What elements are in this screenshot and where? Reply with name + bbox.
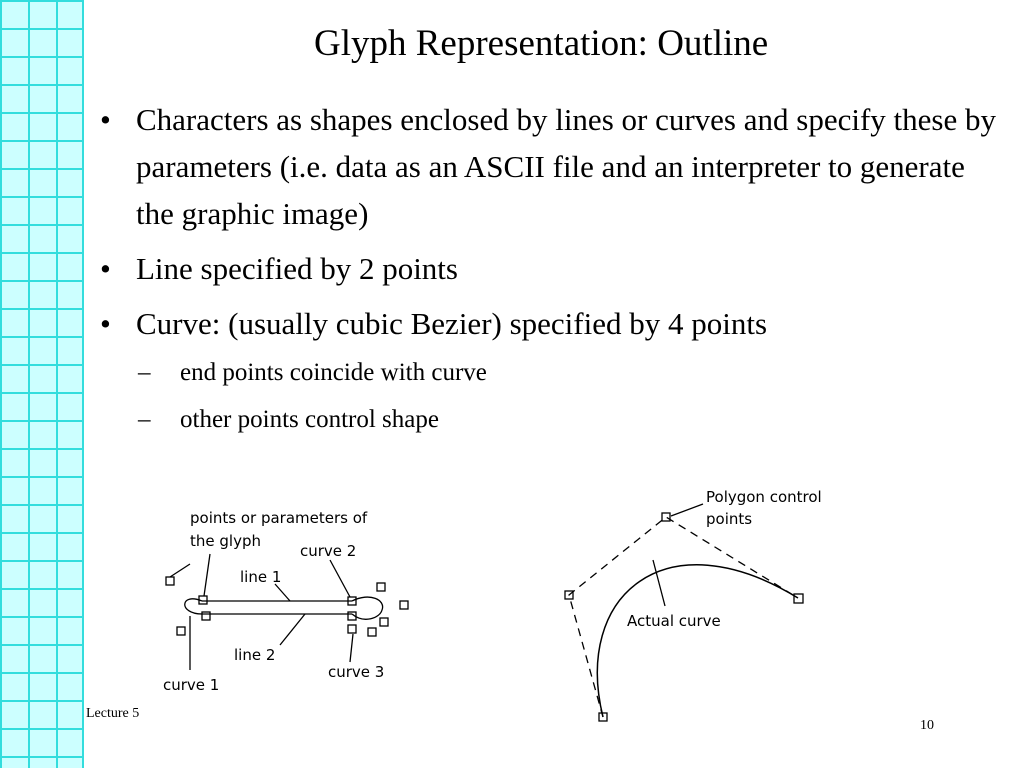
- label-glyph: the glyph: [190, 532, 261, 550]
- control-point: [598, 712, 608, 722]
- grid-decoration: [0, 0, 84, 768]
- glyph-outline-diagram: points or parameters of the glyph curve …: [163, 509, 409, 694]
- label-polygon-control: Polygon control: [706, 488, 822, 506]
- actual-curve: [596, 564, 799, 718]
- bullet-list: • Characters as shapes enclosed by lines…: [96, 96, 1006, 451]
- control-point: [564, 590, 574, 600]
- outline-cap-left: [184, 598, 203, 615]
- label-line2: line 2: [234, 646, 275, 664]
- label-polygon-points: points: [706, 510, 752, 528]
- sub-bullet-item: – other points control shape: [136, 396, 1006, 443]
- control-point: [661, 512, 671, 522]
- footer-lecture: Lecture 5: [86, 706, 140, 721]
- leader-line: [652, 559, 666, 607]
- bullet-text: Line specified by 2 points: [136, 251, 458, 286]
- sub-bullet-item: – end points coincide with curve: [136, 349, 1006, 396]
- control-point: [201, 611, 211, 621]
- bullet-item: • Curve: (usually cubic Bezier) specifie…: [96, 300, 1006, 443]
- slide-title: Glyph Representation: Outline: [314, 23, 769, 64]
- bullet-mark: •: [100, 102, 111, 137]
- leader-line: [670, 503, 704, 517]
- control-point: [165, 576, 175, 586]
- sub-bullet-list: – end points coincide with curve – other…: [136, 349, 1006, 443]
- bezier-curve-diagram: Polygon control points Actual curve: [564, 488, 822, 722]
- label-curve3: curve 3: [328, 663, 384, 681]
- leader-line: [169, 563, 191, 578]
- control-point: [793, 593, 804, 604]
- bullet-mark: •: [100, 251, 111, 286]
- control-point: [376, 582, 386, 592]
- bullet-text: Curve: (usually cubic Bezier) specified …: [136, 306, 768, 341]
- control-point: [347, 596, 357, 606]
- label-curve1: curve 1: [163, 676, 219, 694]
- sub-bullet-text: end points coincide with curve: [180, 359, 487, 386]
- leader-line: [279, 613, 306, 646]
- leader-line: [203, 553, 211, 597]
- bullet-text: Characters as shapes enclosed by lines o…: [136, 102, 996, 231]
- leader-line: [329, 559, 351, 598]
- control-point: [198, 595, 208, 605]
- bullet-mark: •: [100, 306, 111, 341]
- leader-line: [349, 633, 354, 663]
- control-point: [347, 624, 357, 634]
- control-point: [379, 617, 389, 627]
- sub-bullet-mark: –: [138, 359, 151, 386]
- control-polygon: [568, 516, 799, 718]
- control-point: [176, 626, 186, 636]
- bullet-item: • Characters as shapes enclosed by lines…: [96, 96, 1006, 237]
- outline-cap-right: [351, 596, 384, 620]
- control-point: [367, 627, 377, 637]
- label-line1: line 1: [240, 568, 281, 586]
- label-points: points or parameters of: [190, 509, 368, 527]
- sub-bullet-mark: –: [138, 406, 151, 433]
- page-number: 10: [920, 718, 934, 733]
- control-point: [347, 611, 357, 621]
- leader-line: [274, 583, 291, 602]
- sub-bullet-text: other points control shape: [180, 406, 439, 433]
- label-actual-curve: Actual curve: [627, 612, 721, 630]
- control-point: [399, 600, 409, 610]
- bullet-item: • Line specified by 2 points: [96, 245, 1006, 292]
- label-curve2: curve 2: [300, 542, 356, 560]
